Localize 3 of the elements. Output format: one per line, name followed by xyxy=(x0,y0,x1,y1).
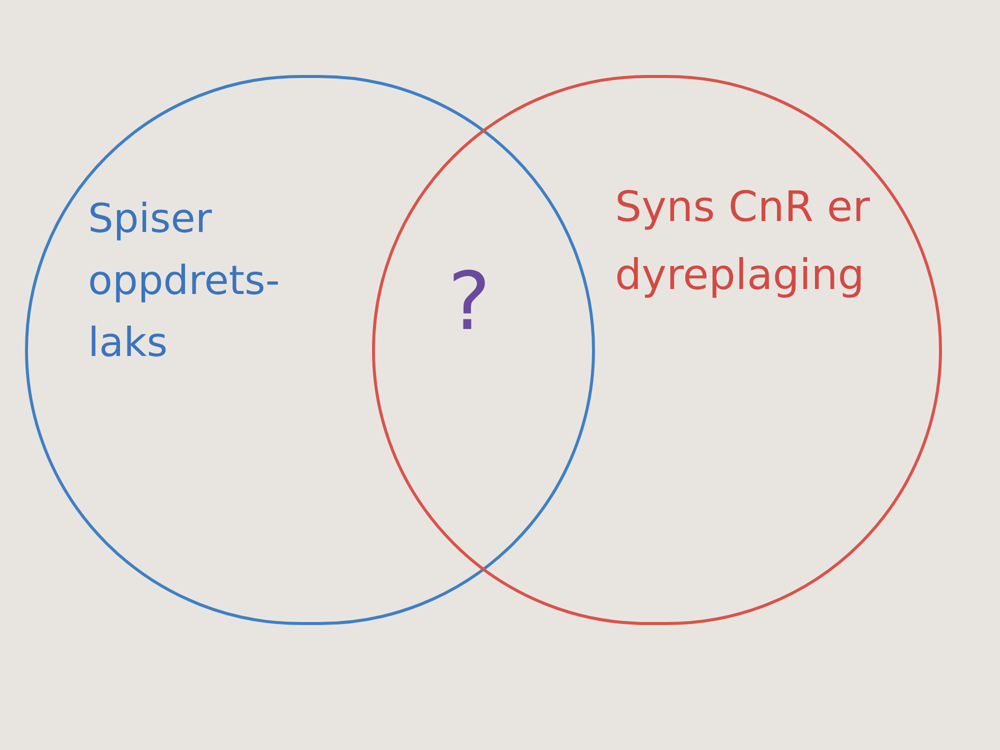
question-mark: ? xyxy=(448,262,490,342)
circle-label: Spiser oppdrets- laks xyxy=(88,195,281,368)
circle-label: Syns CnR er dyreplaging xyxy=(615,181,871,301)
